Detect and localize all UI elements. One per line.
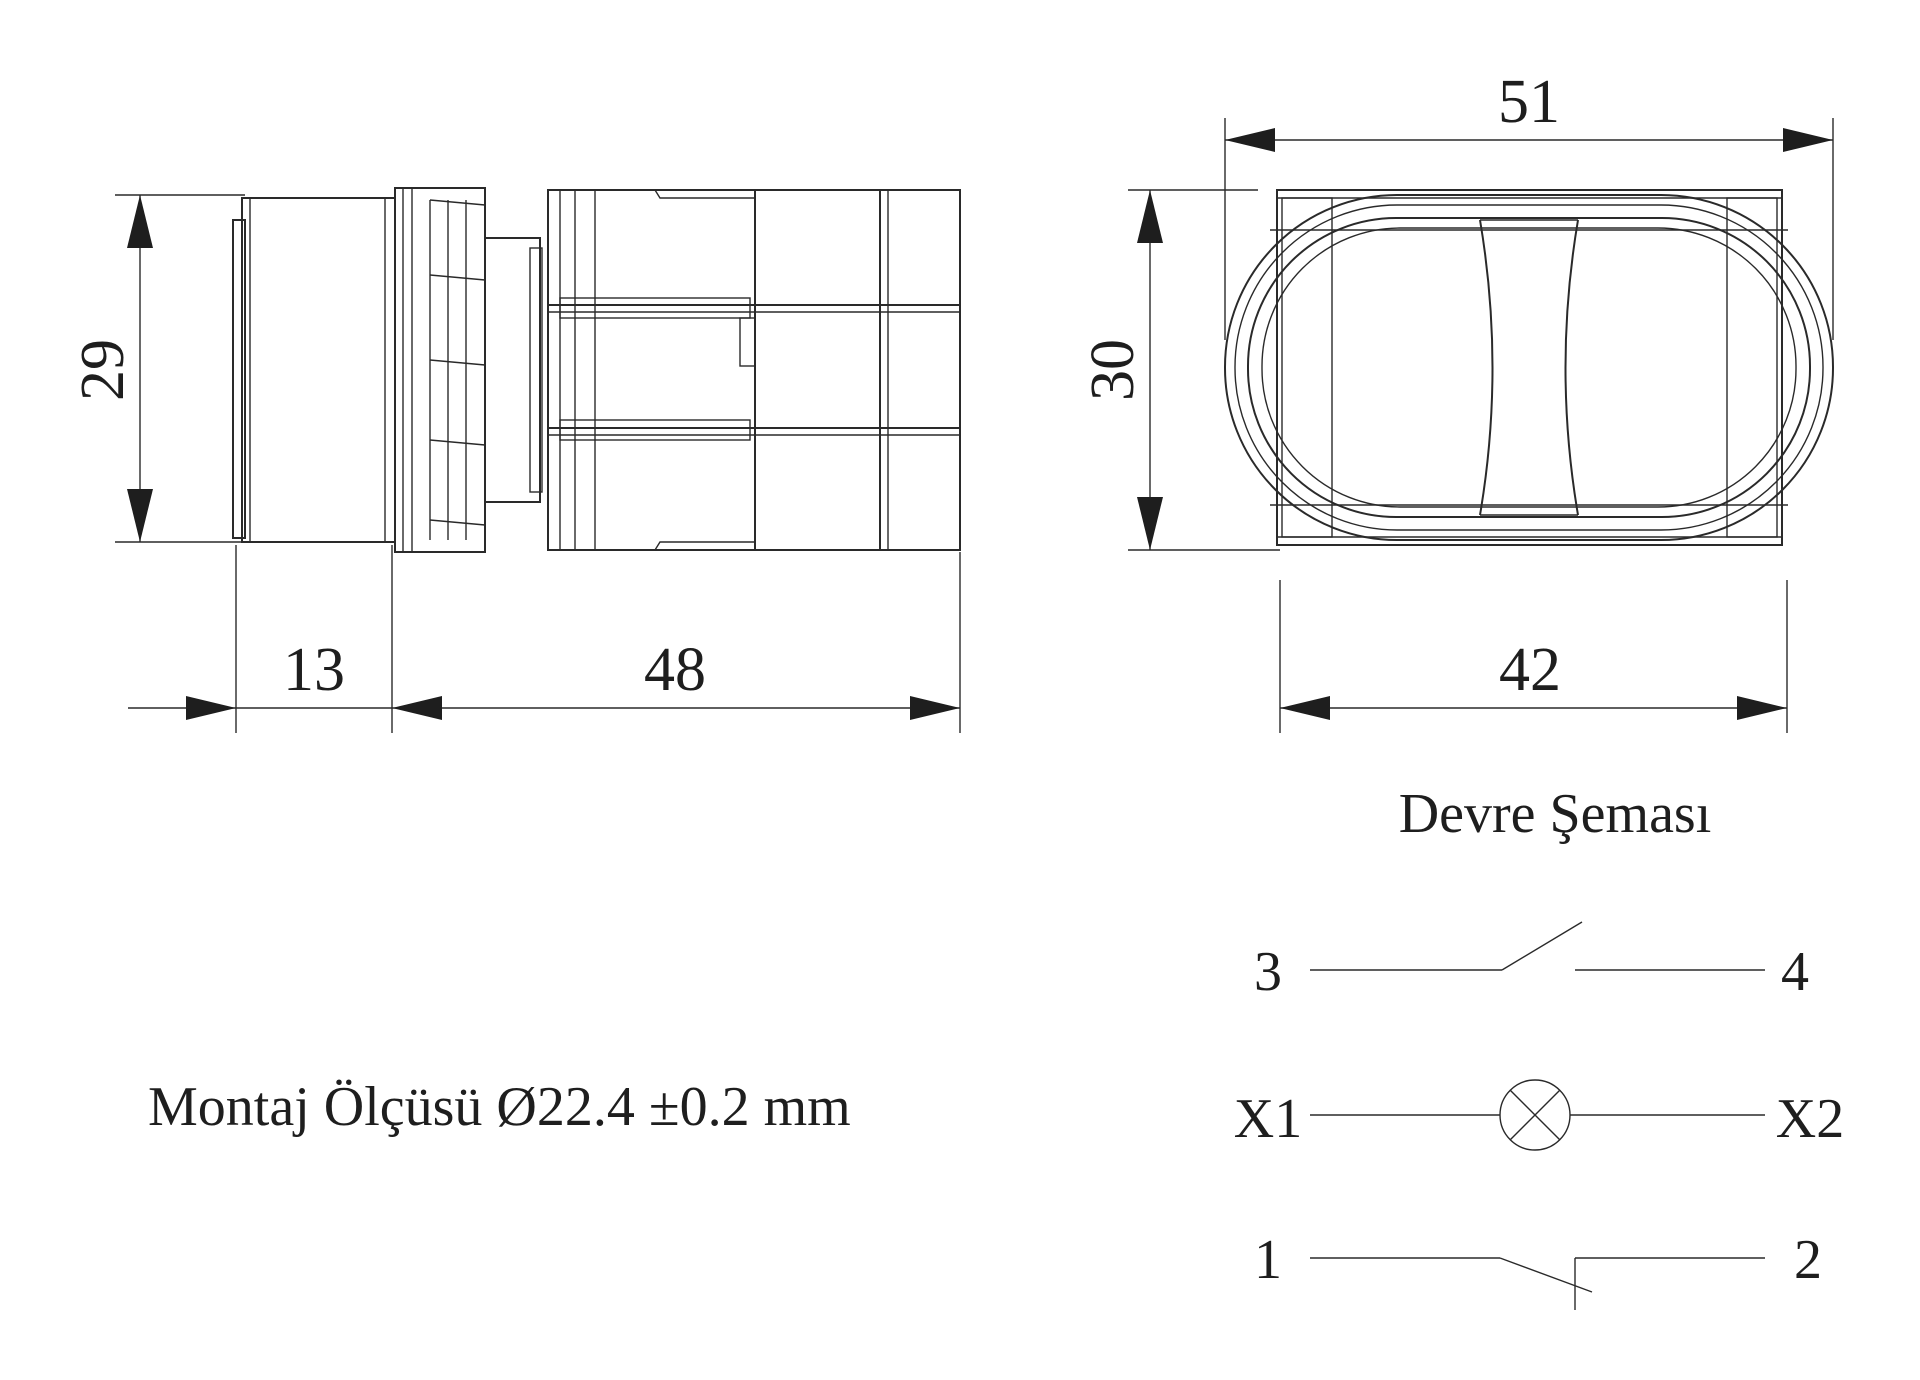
circuit-title: Devre Şeması	[1399, 783, 1712, 845]
dimension-side-lengths: 13 48	[128, 545, 961, 733]
dimension-label-29: 29	[69, 339, 137, 401]
dimension-label-30: 30	[1079, 339, 1147, 401]
normally-closed-contact: 1 2	[1254, 1229, 1822, 1310]
side-view	[232, 187, 961, 553]
mounting-dimension-label: Montaj Ölçüsü Ø22.4 ±0.2 mm	[148, 1076, 851, 1138]
dimension-label-48: 48	[644, 636, 706, 704]
dimension-top-height: 30	[1079, 189, 1280, 551]
terminal-x1: X1	[1234, 1088, 1302, 1150]
terminal-1: 1	[1254, 1229, 1282, 1291]
dimension-bottom-width: 42	[1279, 580, 1788, 733]
button-cap	[232, 197, 396, 543]
terminal-4: 4	[1781, 941, 1809, 1003]
dimension-top-width: 51	[1224, 68, 1834, 340]
terminal-x2: X2	[1776, 1088, 1844, 1150]
dimension-label-13: 13	[283, 636, 345, 704]
dimension-label-51: 51	[1498, 68, 1560, 136]
top-view	[1224, 189, 1834, 546]
terminal-3: 3	[1254, 941, 1282, 1003]
dimension-side-height: 29	[69, 194, 245, 543]
contact-block	[547, 189, 961, 551]
circuit-diagram: 3 4 X1 X2 1 2	[1234, 921, 1844, 1310]
dimension-label-42: 42	[1499, 636, 1561, 704]
normally-open-contact: 3 4	[1254, 921, 1809, 1003]
indicator-lamp: X1 X2	[1234, 1079, 1844, 1151]
terminal-2: 2	[1794, 1229, 1822, 1291]
bezel-ring	[394, 187, 543, 553]
